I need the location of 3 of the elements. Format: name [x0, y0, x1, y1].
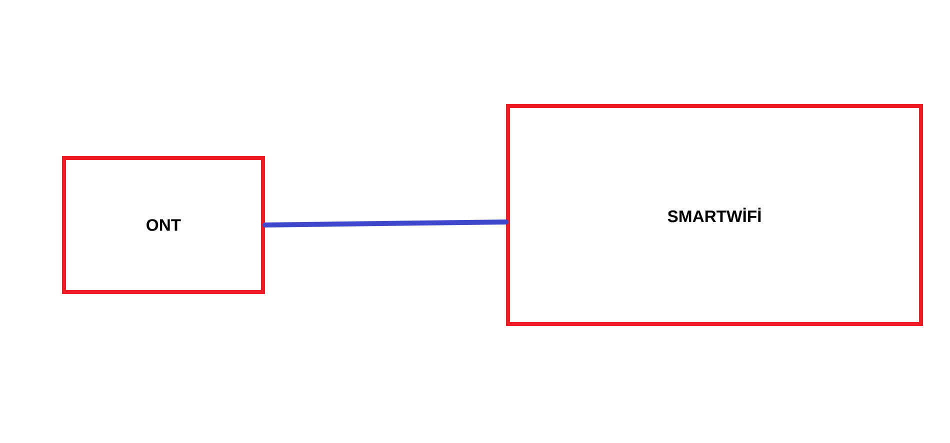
connector-line	[262, 220, 509, 228]
device-box: SMARTWİFİ	[506, 104, 924, 326]
device-box: ONT	[62, 156, 265, 294]
